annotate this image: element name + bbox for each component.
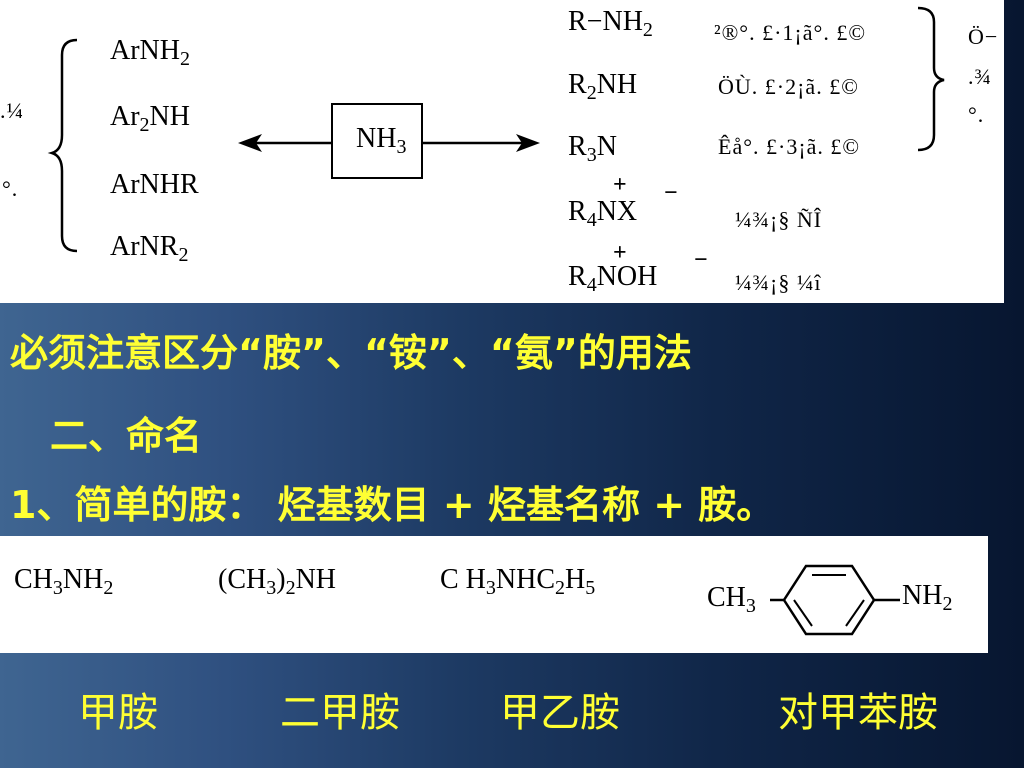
right-cut-text-2: .¾ bbox=[968, 64, 992, 89]
diagram-lines bbox=[47, 6, 945, 253]
formula-toluidine-amine: NH2 bbox=[902, 580, 953, 615]
benzene-ring-icon bbox=[770, 564, 900, 636]
left-cut-text-2: °. bbox=[2, 176, 19, 201]
left-cut-text-1: .¼ bbox=[0, 98, 24, 123]
amine-primary: R−NH2 bbox=[568, 6, 653, 41]
right-arrow-head bbox=[516, 134, 540, 152]
formula-toluidine-methyl: CH3 bbox=[707, 582, 756, 617]
left-brace bbox=[47, 38, 78, 253]
formula-methylamine: CH3NH2 bbox=[14, 564, 114, 599]
amine-ArNR2: ArNR2 bbox=[110, 231, 189, 266]
name-p-toluidine: 对甲苯胺 bbox=[778, 690, 938, 736]
quaternary-salt-plus: + bbox=[613, 172, 627, 198]
amine-secondary: R2NH bbox=[568, 69, 638, 104]
primary-garbled-label: ²®°. £·1¡ã°. £© bbox=[714, 20, 867, 45]
formula-dimethylamine: (CH3)2NH bbox=[218, 564, 337, 599]
base-garbled-label: ¼¾¡§ ¼î bbox=[735, 270, 822, 295]
naming-rule: 1、简单的胺： 烃基数目 + 烃基名称 + 胺。 bbox=[10, 483, 775, 527]
formula-ethylmethylamine: C H3NHC2H5 bbox=[440, 564, 596, 599]
section-heading: 二、命名 bbox=[50, 414, 203, 458]
name-methylamine: 甲胺 bbox=[78, 690, 158, 736]
amine-ArNHR: ArNHR bbox=[110, 169, 199, 200]
secondary-garbled-label: ÖÙ. £·2¡ã. £© bbox=[718, 74, 859, 99]
right-brace bbox=[917, 6, 945, 152]
amine-Ar2NH: Ar2NH bbox=[110, 101, 190, 136]
usage-note: 必须注意区分“胺”、“铵”、“氨”的用法 bbox=[10, 331, 692, 375]
ammonia-label: NH3 bbox=[356, 123, 407, 158]
examples-panel: CH3NH2 (CH3)2NH C H3NHC2H5 CH3 NH2 bbox=[0, 536, 988, 653]
quaternary-base-minus: − bbox=[694, 247, 708, 273]
left-arrow-head bbox=[238, 134, 262, 152]
quaternary-ammonium-base: R4NOH bbox=[568, 261, 658, 296]
amine-ArNH2: ArNH2 bbox=[110, 35, 190, 70]
name-ethylmethylamine: 甲乙胺 bbox=[500, 690, 620, 736]
tertiary-garbled-label: Êå°. £·3¡ã. £© bbox=[718, 134, 861, 159]
right-cut-text-3: °. bbox=[968, 102, 985, 127]
ammonia-box bbox=[331, 103, 423, 179]
quaternary-ammonium-salt: R4NX bbox=[568, 196, 638, 231]
quaternary-base-plus: + bbox=[613, 240, 627, 266]
quaternary-salt-minus: − bbox=[664, 180, 678, 206]
amine-tertiary: R3N bbox=[568, 131, 617, 166]
name-dimethylamine: 二甲胺 bbox=[280, 690, 400, 736]
right-cut-text-1: Ö− bbox=[968, 24, 999, 49]
salt-garbled-label: ¼¾¡§ ÑÎ bbox=[735, 207, 823, 232]
amine-classification-panel: .¼ °. ArNH2 Ar2NH ArNHR ArNR2 NH3 R−NH2 … bbox=[0, 0, 1004, 303]
